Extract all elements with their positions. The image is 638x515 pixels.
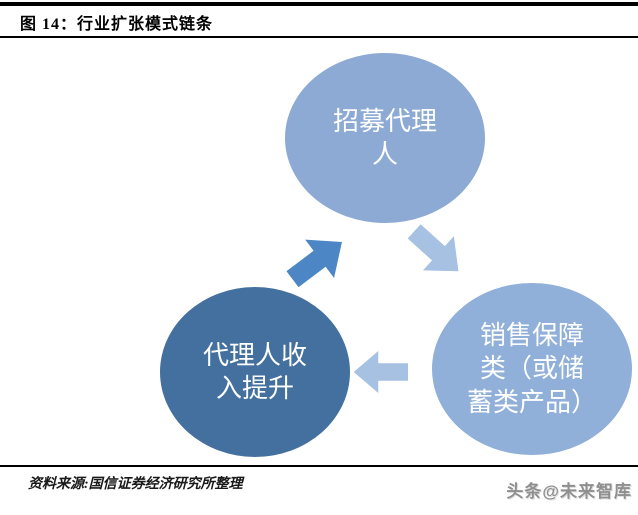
watermark: 头条@未来智库 <box>506 482 632 501</box>
node-recruit-agents-label: 招募代理 人 <box>332 105 437 169</box>
arrow-left-shape <box>353 351 408 393</box>
top-rule <box>0 2 638 6</box>
arrow-up-right-icon <box>277 220 359 300</box>
source-note: 资料来源:国信证券经济研究所整理 <box>28 477 243 492</box>
arrow-down-right-shape <box>407 224 459 272</box>
figure-title: 图 14：行业扩张模式链条 <box>20 16 214 33</box>
node-agent-income-up-label: 代理人收 入提升 <box>202 339 307 403</box>
node-recruit-agents: 招募代理 人 <box>285 53 485 223</box>
arrow-down-right-icon <box>397 213 477 292</box>
node-sell-products-label: 销售保障 类（或储 蓄类产品） <box>466 320 597 417</box>
node-agent-income-up: 代理人收 入提升 <box>160 287 350 457</box>
node-sell-products: 销售保障 类（或储 蓄类产品） <box>432 283 632 455</box>
footer-rule <box>0 465 638 467</box>
arrow-up-right-shape <box>286 239 342 288</box>
arrow-left-icon <box>352 341 408 403</box>
title-underline-rule <box>0 36 638 38</box>
